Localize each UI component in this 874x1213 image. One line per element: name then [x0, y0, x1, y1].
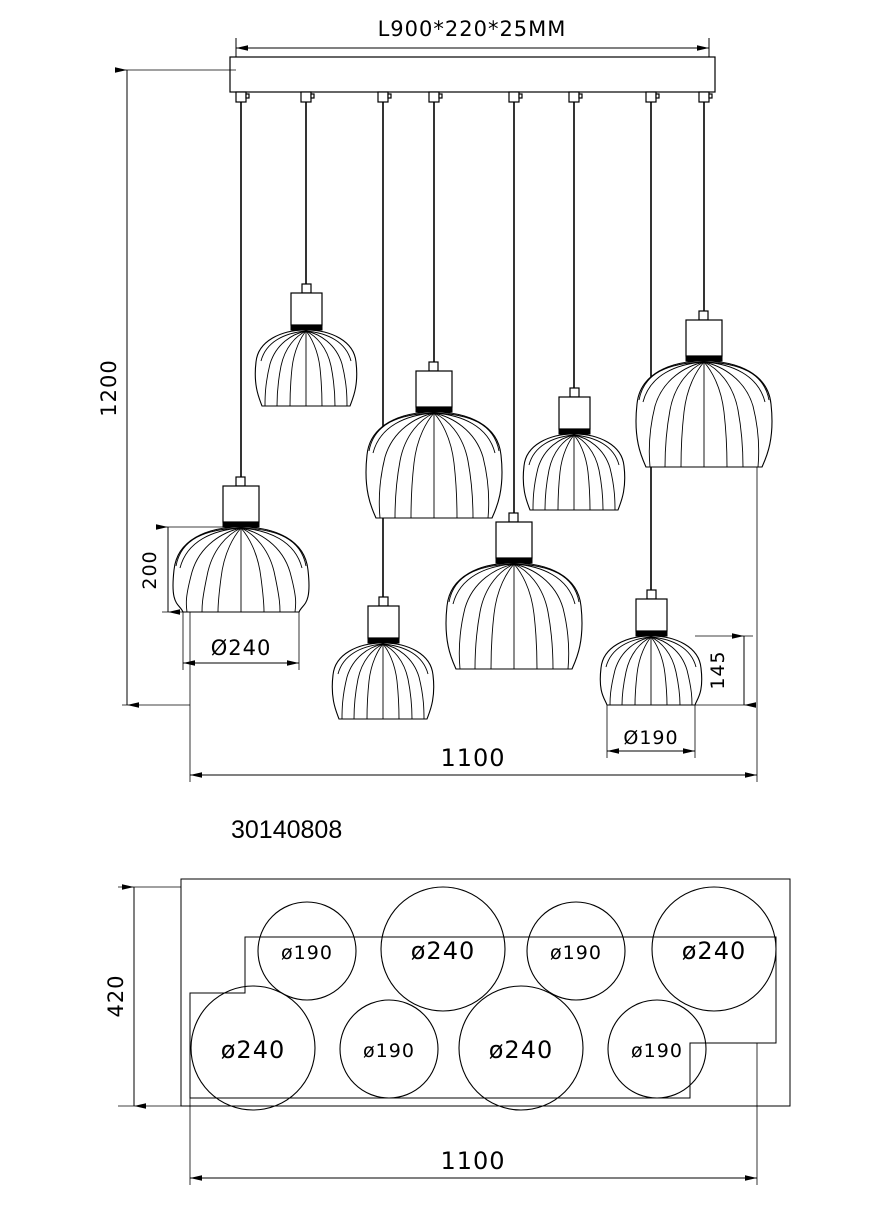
cable-outlets — [235, 91, 713, 103]
large-shade-diameter-label: Ø240 — [211, 636, 272, 660]
pendant-lamp — [635, 310, 773, 468]
cable-outlet — [235, 91, 250, 103]
plan-shade-label: ø240 — [682, 937, 747, 965]
overall-width-dimension: 1100 — [189, 467, 758, 782]
small-shade-diameter-dimension: Ø190 — [606, 705, 696, 758]
overall-drop-label: 1200 — [97, 359, 121, 416]
plan-shade-circle: ø240 — [458, 985, 584, 1111]
cable-outlet — [508, 91, 523, 103]
overall-width-label: 1100 — [440, 744, 505, 772]
cable-outlet — [645, 91, 660, 103]
plan-outline — [180, 878, 791, 1107]
overall-drop-dimension: 1200 — [97, 67, 236, 708]
canopy-dimension-label: L900*220*25MM — [378, 17, 567, 41]
suspension-cords — [240, 102, 705, 597]
large-shade-diameter-dimension: Ø240 — [182, 612, 300, 670]
pendant-lamp — [445, 512, 583, 670]
plan-depth-label: 420 — [104, 974, 128, 1017]
plan-shade-circle: ø240 — [380, 886, 506, 1012]
pendant-lamp — [365, 361, 503, 519]
plan-shade-circle: ø190 — [339, 999, 439, 1099]
plan-shade-circle: ø190 — [257, 901, 357, 1001]
plan-width-label: 1100 — [440, 1147, 505, 1175]
small-shade-height-label: 145 — [707, 650, 729, 689]
cable-outlet — [568, 91, 583, 103]
shade-height-label: 200 — [139, 550, 161, 589]
cable-outlet — [698, 91, 713, 103]
plan-shade-label: ø190 — [631, 1040, 683, 1062]
cable-outlet — [428, 91, 443, 103]
plan-shade-circle: ø190 — [526, 901, 626, 1001]
plan-shade-label: ø190 — [550, 942, 602, 964]
plan-shade-label: ø240 — [221, 1036, 286, 1064]
part-number-label: 30140808 — [231, 816, 342, 844]
plan-canopy-bar — [189, 936, 777, 1099]
small-shade-height-dimension: 145 — [695, 633, 756, 708]
plan-shade-label: ø190 — [281, 942, 333, 964]
shade-height-dimension: 200 — [139, 524, 226, 615]
cable-outlet — [300, 91, 315, 103]
plan-depth-dimension: 420 — [104, 884, 190, 1109]
plan-shade-circle: ø190 — [607, 999, 707, 1099]
pendant-lamp — [172, 476, 310, 613]
plan-shade-circle: ø240 — [190, 985, 316, 1111]
plan-shade-label: ø190 — [363, 1040, 415, 1062]
pendant-lamp — [331, 596, 435, 720]
canopy-dimension: L900*220*25MM — [235, 17, 710, 58]
plan-shade-label: ø240 — [489, 1036, 554, 1064]
small-shade-diameter-label: Ø190 — [623, 727, 678, 749]
pendant-lamp — [254, 283, 358, 407]
pendant-lamp — [599, 589, 703, 706]
cable-outlet — [377, 91, 392, 103]
canopy-bar — [229, 56, 716, 93]
plan-shade-circle: ø240 — [651, 886, 777, 1012]
plan-shade-label: ø240 — [411, 937, 476, 965]
plan-width-dimension: 1100 — [189, 1043, 758, 1185]
pendant-lamp — [522, 387, 626, 511]
